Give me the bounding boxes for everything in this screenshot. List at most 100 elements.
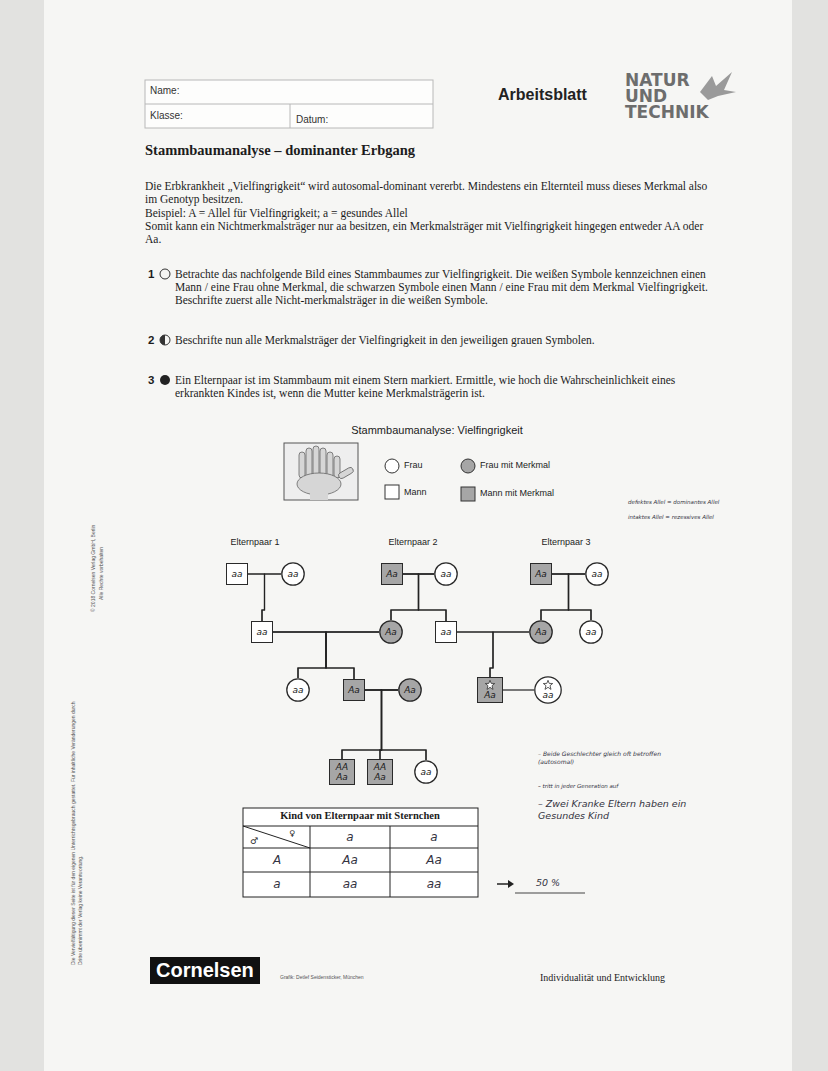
pedigree-circle: aa	[534, 676, 562, 704]
pedigree-square: AAAa	[329, 759, 355, 785]
circle-shape	[282, 563, 304, 585]
pedigree-circle: Aa	[398, 678, 422, 702]
generation-label: Elternpaar 3	[541, 537, 590, 547]
table-cell: A	[273, 853, 281, 867]
table-cell: a	[273, 877, 280, 891]
handwritten-note: – tritt in jeder Generation auf	[538, 783, 618, 790]
paper-sheet	[44, 0, 792, 1071]
pedigree-circle: Aa	[379, 620, 403, 644]
pedigree-square: aa	[435, 621, 457, 643]
pedigree-line	[552, 574, 591, 620]
field-divider	[290, 104, 291, 128]
field-label: Datum:	[296, 114, 328, 125]
copyright-notice: Die Vervielfältigung dieser Seite ist fü…	[70, 695, 84, 965]
pedigree-square: Aa	[477, 677, 503, 703]
task-text: Beschrifte nun alle Merkmalsträger der V…	[175, 334, 720, 347]
genotype-label: aa	[287, 569, 298, 579]
genotype-label: aa	[256, 627, 267, 637]
pedigree-circle: Aa	[529, 620, 553, 644]
star-marker	[485, 680, 495, 690]
copyright: Alle Rechte vorbehalten	[98, 547, 105, 600]
logo-bird	[700, 72, 736, 100]
worksheet-title: Stammbaumanalyse – dominanter Erbgang	[145, 142, 415, 159]
task-number: 1	[148, 268, 154, 281]
circle-shape	[580, 621, 602, 643]
result-value: 50 %	[536, 877, 560, 889]
pedigree-line	[326, 632, 379, 679]
pedigree-line	[457, 632, 493, 677]
circle-shape	[530, 621, 552, 643]
pedigree-circle: aa	[434, 562, 458, 586]
table-cell: Aa	[342, 853, 358, 867]
legend-swatch	[461, 459, 475, 473]
genotype-label: aa	[292, 685, 303, 695]
circle-shape	[415, 761, 437, 783]
legend-text: Mann	[404, 487, 427, 497]
field-label: Klasse:	[150, 110, 183, 121]
table-cell: a	[346, 830, 353, 844]
star-shape	[543, 680, 552, 689]
generation-label: Elternpaar 1	[230, 537, 279, 547]
genotype-label: Aa	[535, 569, 547, 579]
table-cell: aa	[427, 877, 442, 891]
genotype-label: aa	[542, 690, 553, 700]
task-number: 2	[148, 334, 154, 347]
circle-shape	[287, 679, 309, 701]
pedigree-line	[298, 632, 379, 678]
pedigree-circle: aa	[585, 562, 609, 586]
pedigree-square: aa	[226, 563, 248, 585]
legend-swatch	[385, 485, 399, 499]
sheet-type: Arbeitsblatt	[498, 86, 587, 104]
genotype-label: Aa	[404, 685, 416, 695]
circle-shape	[380, 621, 402, 643]
field-label: Name:	[150, 85, 179, 96]
answer-underline	[515, 893, 585, 894]
pedigree-circle: aa	[286, 678, 310, 702]
genotype-label: Aa	[535, 627, 547, 637]
table-cell: ♀	[289, 828, 295, 839]
pedigree-line	[382, 690, 427, 760]
figure-caption: Stammbaumanalyse: Vielfingrigkeit	[351, 424, 523, 436]
pedigree-line	[490, 632, 529, 677]
task-text: Ein Elternpaar ist im Stammbaum mit eine…	[175, 374, 720, 400]
publisher-logo: Cornelsen	[150, 957, 260, 984]
pedigree-line	[262, 574, 281, 621]
intro-text: Die Erbkrankheit „Vielfingrigkeit“ wird …	[145, 180, 720, 206]
task-icon	[160, 335, 170, 345]
genotype-label: Aa	[484, 690, 496, 700]
credit-line: Grafik: Detlef Seidensticker, München	[280, 974, 364, 981]
hand-illustration	[284, 443, 358, 500]
legend-swatch	[385, 459, 399, 473]
generation-label: Elternpaar 2	[388, 537, 437, 547]
legend-text: Frau	[404, 460, 423, 470]
pedigree-square: Aa	[381, 563, 403, 585]
pedigree-line	[380, 690, 398, 759]
intro-text: Beispiel: A = Allel für Vielfingrigkeit;…	[145, 207, 720, 220]
genotype-label: AA	[336, 762, 348, 772]
topic-label: Individualität und Entwicklung	[540, 972, 665, 983]
genotype-label: Aa	[374, 772, 386, 782]
genotype-label: Aa	[336, 772, 348, 782]
circle-shape	[586, 563, 608, 585]
table-cell: a	[430, 830, 437, 844]
genotype-label: Aa	[386, 569, 398, 579]
circle-shape	[535, 677, 561, 703]
pedigree-square: Aa	[530, 563, 552, 585]
table-cell: aa	[343, 877, 358, 891]
pedigree-line	[273, 632, 326, 678]
handwritten-note: – Beide Geschlechter gleich oft betroffe…	[538, 750, 668, 766]
circle-shape	[399, 679, 421, 701]
legend-text: Mann mit Merkmal	[480, 488, 554, 498]
genotype-label: aa	[591, 569, 602, 579]
pedigree-line	[365, 690, 382, 759]
pedigree-line	[273, 632, 354, 679]
genotype-label: aa	[440, 627, 451, 637]
genotype-label: aa	[231, 569, 242, 579]
table-cell: Aa	[426, 853, 442, 867]
genotype-label: aa	[585, 627, 596, 637]
